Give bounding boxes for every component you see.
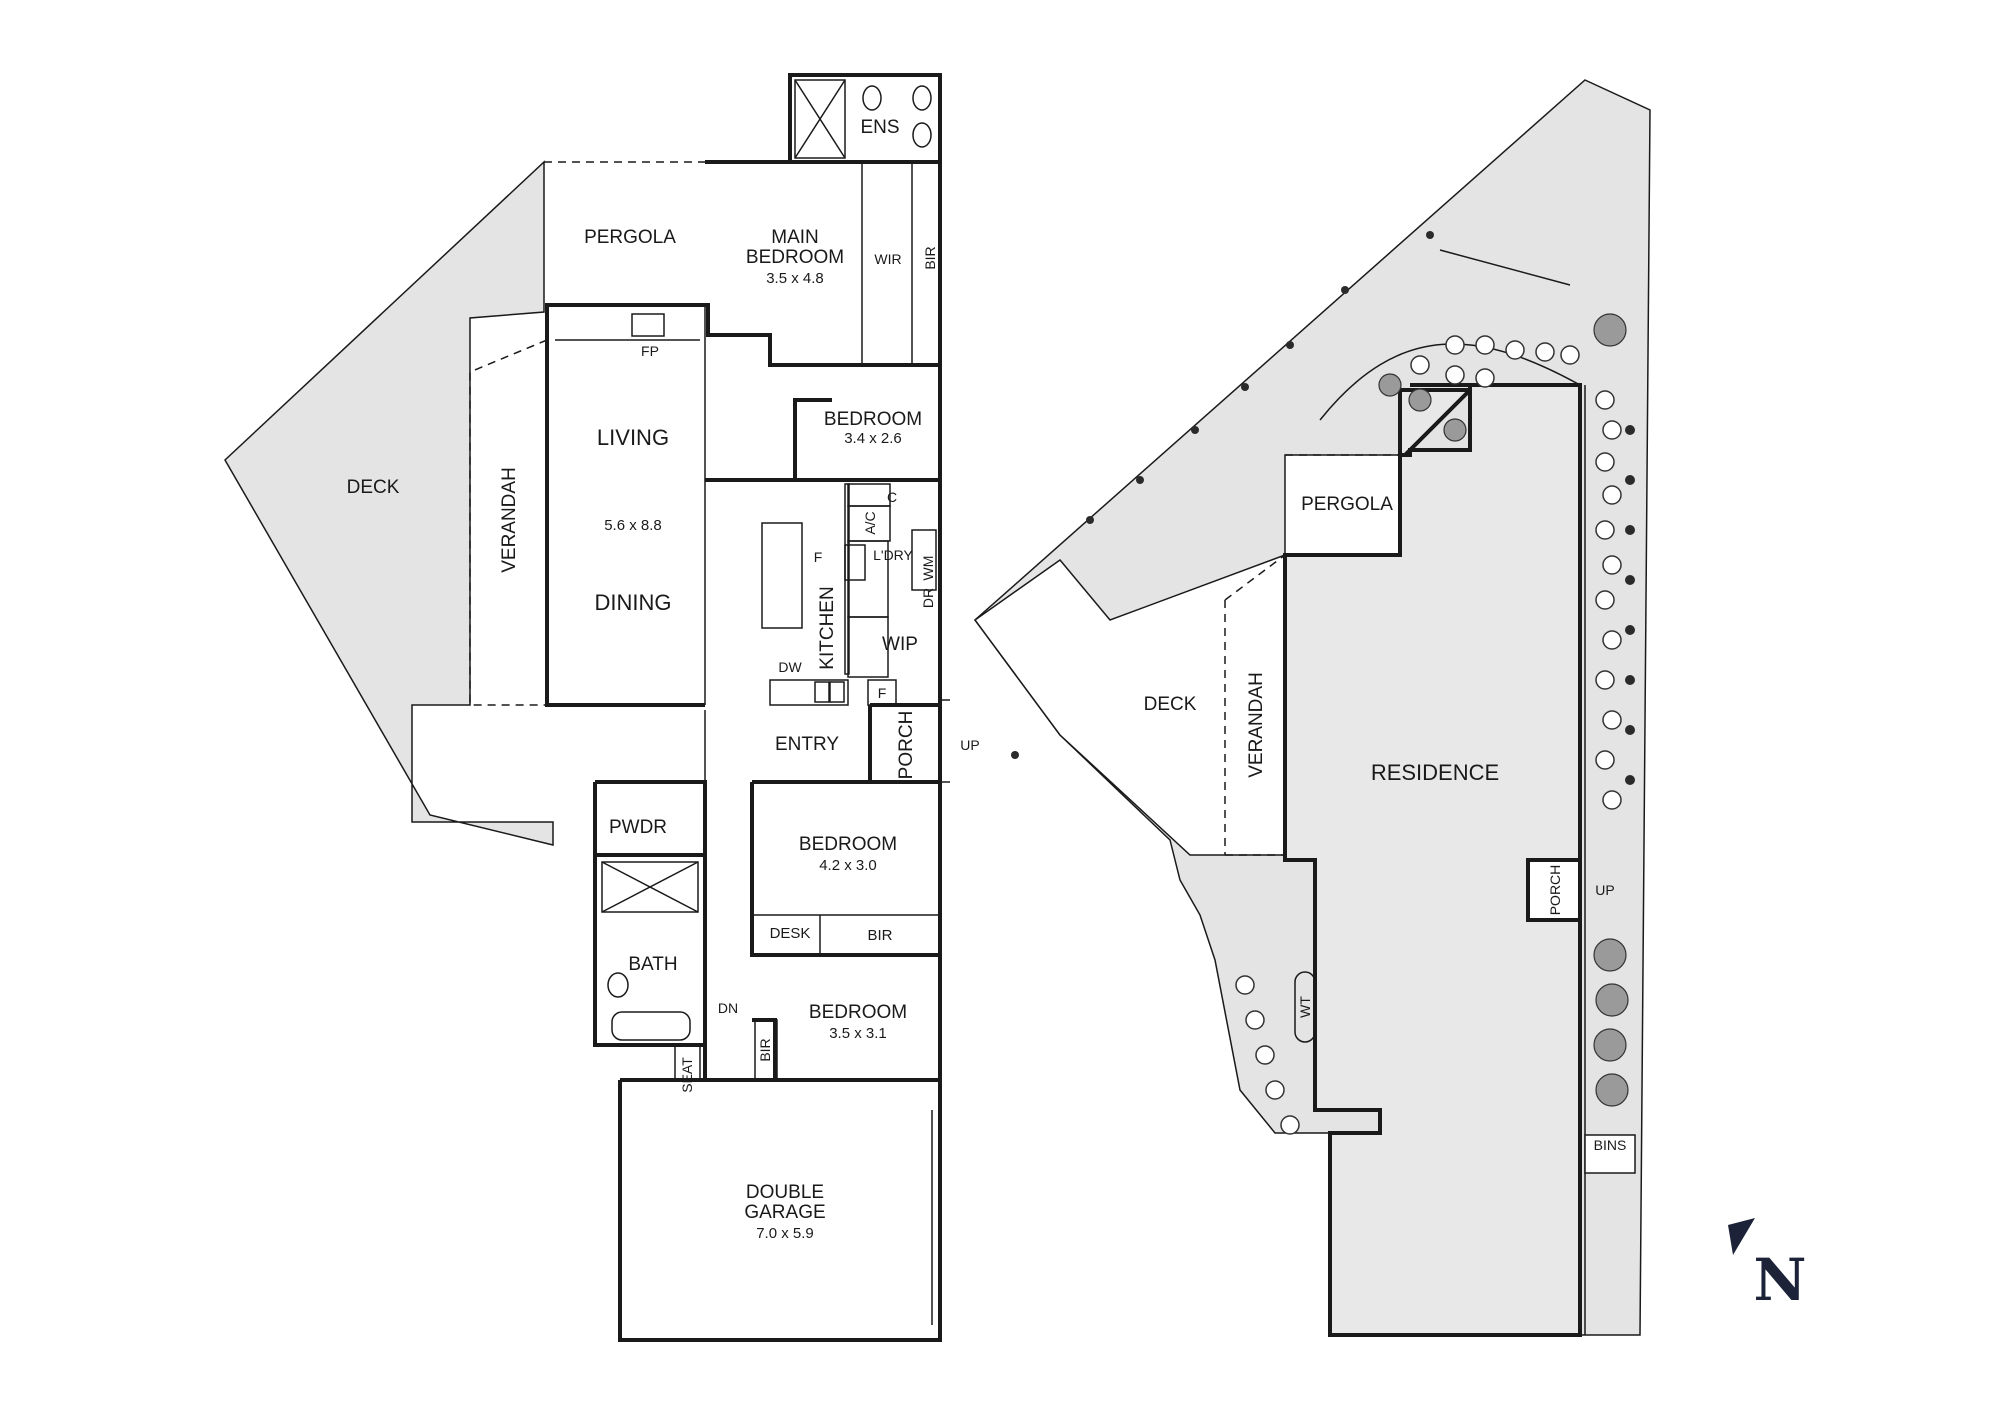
- label-c: C: [887, 489, 897, 505]
- north-arrow-icon: [1728, 1218, 1755, 1255]
- room-labels: ENS MAIN BEDROOM 3.5 x 4.8 WIR BIR PERGO…: [347, 117, 1627, 1242]
- label-seat: SEAT: [679, 1057, 695, 1093]
- label-garage-1: DOUBLE: [746, 1182, 824, 1203]
- label-kitchen: KITCHEN: [817, 586, 838, 669]
- wt-shrubs: [1235, 971, 1316, 1135]
- site-label-deck: DECK: [1144, 694, 1197, 715]
- label-ac: A/C: [862, 511, 878, 534]
- verandah-outline: [469, 339, 548, 706]
- site-porch: [1526, 858, 1582, 922]
- label-entry: ENTRY: [775, 734, 839, 755]
- label-ldry: L'DRY: [873, 547, 913, 563]
- label-bedroom2: BEDROOM: [824, 409, 922, 430]
- site-label-porch: PORCH: [1547, 865, 1563, 916]
- bins-enclosure: [1584, 1134, 1636, 1174]
- label-up: UP: [960, 737, 979, 753]
- north-arrow: N: [1728, 1218, 1807, 1314]
- main-bedroom-walls: [705, 160, 942, 367]
- label-porch: PORCH: [896, 711, 917, 780]
- site-pergola: [1284, 454, 1406, 556]
- label-living: LIVING: [597, 425, 669, 450]
- driveway-curve: [1319, 343, 1581, 421]
- label-deck: DECK: [347, 477, 400, 498]
- deck-area: [224, 160, 554, 846]
- label-bir4: BIR: [757, 1038, 773, 1061]
- residence: [1283, 383, 1582, 1337]
- label-dw: DW: [778, 659, 802, 675]
- shrub-row-curve: [1410, 335, 1580, 388]
- site-deck: [973, 553, 1286, 856]
- label-bir-main: BIR: [922, 246, 938, 269]
- label-living-size: 5.6 x 8.8: [604, 517, 662, 534]
- label-wir: WIR: [874, 251, 901, 267]
- hall-walls: [703, 1045, 752, 1082]
- label-f-fridge: F: [878, 685, 887, 701]
- label-f-island: F: [814, 549, 823, 565]
- label-bedroom3: BEDROOM: [799, 834, 897, 855]
- ensuite-fixtures: [794, 79, 932, 159]
- label-main-bedroom-1: MAIN: [771, 227, 819, 248]
- north-label: N: [1753, 1246, 1806, 1314]
- label-main-bedroom-2: BEDROOM: [746, 247, 844, 268]
- label-dn: DN: [718, 1000, 738, 1016]
- label-bir3: BIR: [867, 927, 892, 944]
- kitchen-walls: [705, 478, 942, 710]
- label-desk: DESK: [770, 925, 811, 942]
- site-label-up: UP: [1595, 882, 1614, 898]
- label-verandah: VERANDAH: [499, 467, 520, 573]
- site-label-pergola: PERGOLA: [1301, 494, 1393, 515]
- trees: [1378, 313, 1629, 1107]
- fence-posts: [1011, 231, 1434, 759]
- label-garage-2: GARAGE: [744, 1202, 825, 1223]
- site-label-bins: BINS: [1594, 1137, 1627, 1153]
- label-ens: ENS: [860, 117, 899, 138]
- label-wm: WM: [920, 556, 936, 581]
- site-label-verandah: VERANDAH: [1246, 672, 1267, 778]
- living-walls: [545, 303, 705, 707]
- label-dining: DINING: [595, 590, 672, 615]
- site-plan-right: [973, 79, 1651, 1337]
- site-label-residence: RESIDENCE: [1371, 760, 1499, 785]
- label-main-bedroom-size: 3.5 x 4.8: [766, 270, 824, 287]
- garage-walls: [618, 1078, 942, 1342]
- label-bath: BATH: [628, 954, 677, 975]
- shrub-row-east: [1595, 390, 1635, 810]
- label-bedroom4: BEDROOM: [809, 1002, 907, 1023]
- label-garage-size: 7.0 x 5.9: [756, 1225, 814, 1242]
- label-bedroom4-size: 3.5 x 3.1: [829, 1025, 887, 1042]
- label-dr: DR: [920, 588, 936, 608]
- label-wip: WIP: [882, 634, 918, 655]
- floor-plan-left: [224, 73, 950, 1342]
- label-fp: FP: [641, 343, 659, 359]
- site-label-wt: WT: [1297, 996, 1313, 1018]
- label-pwdr: PWDR: [609, 817, 667, 838]
- label-bedroom3-size: 4.2 x 3.0: [819, 857, 877, 874]
- label-bedroom2-size: 3.4 x 2.6: [844, 430, 902, 447]
- label-pergola: PERGOLA: [584, 227, 676, 248]
